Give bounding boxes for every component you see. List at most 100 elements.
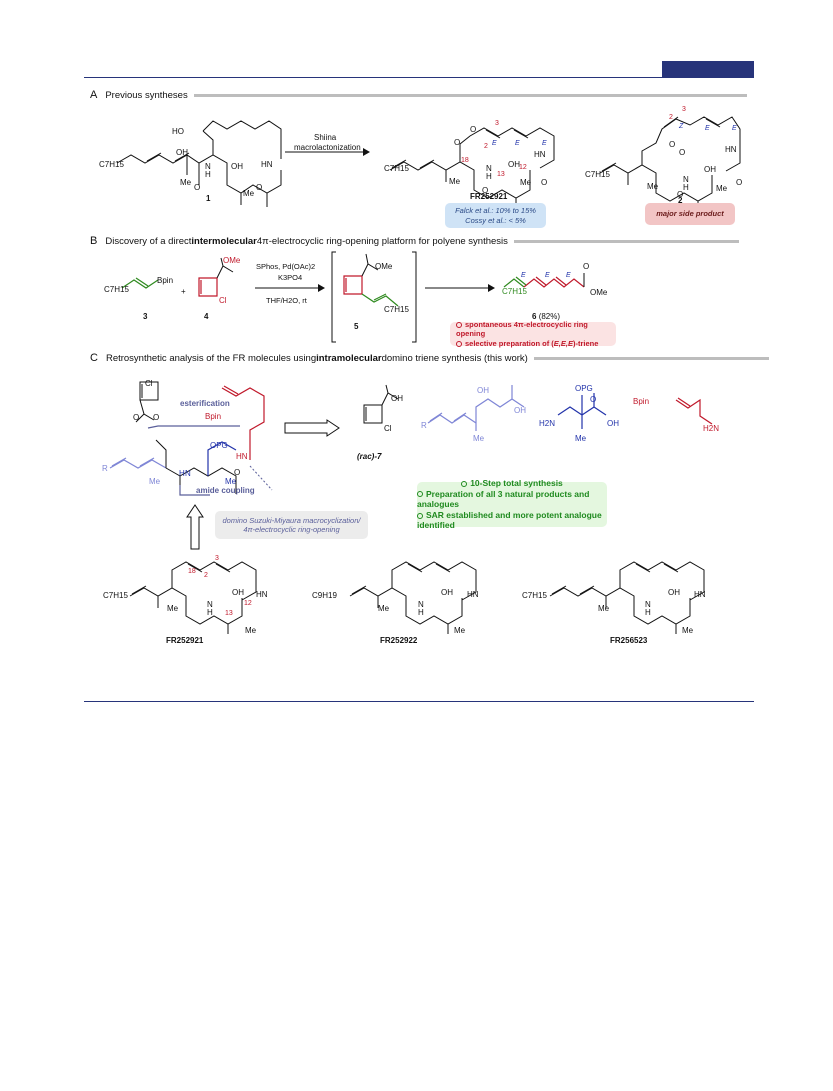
me-label-fr: Me [449,177,461,186]
footer-rule [84,701,754,702]
oh-label-fr: OH [508,160,520,169]
falck-yield: Falck et al.: 10% to 15% [455,206,536,216]
rac-7-structure [363,384,399,424]
o-label-2c: O [736,178,743,187]
c7h15-label-p3: C7H15 [522,591,547,600]
oh-label-acid-a: OH [477,386,489,395]
fr252921-structure-top [389,127,555,208]
reaction-arrow-a [285,148,370,156]
reagent-solvent: THF/H2O, rt [266,296,307,305]
me-label-p2b: Me [454,626,466,635]
n-label-2: N [683,175,689,184]
note-1: spontaneous 4π-electrocyclic ring openin… [456,320,616,339]
geom-e-6c: E [566,272,571,279]
n-label-p3: N [645,600,651,609]
bpin-label-3: Bpin [157,276,174,285]
hn-label-2: HN [725,145,737,154]
cossy-yield: Cossy et al.: < 5% [465,215,526,225]
compound-1-structure [116,120,282,207]
compound-6-structure [503,273,585,288]
section-a-letter: A [90,89,98,101]
fr252921-label-top: FR252921 [470,192,508,201]
h2n-label: H2N [539,419,556,428]
c9h19-label-p2: C9H19 [312,591,337,600]
retro-precursor-structure [109,381,273,496]
note-2-pre: selective preparation of ( [465,338,554,348]
n-label-p2: N [418,600,424,609]
rac-7-label: (rac)-7 [357,452,382,461]
achievements-box: 10-Step total synthesis Preparation of a… [417,478,607,530]
me-label-p3: Me [598,604,610,613]
geom-e-2: E [515,140,520,147]
fr252921-structure-bottom [129,561,257,634]
header-tab [662,61,754,77]
me-label-1: Me [180,178,192,187]
o-label-2b: O [679,148,686,157]
cl-label-precursor: Cl [145,379,153,388]
compound-3-structure [121,277,159,289]
compound-6-yield: (82%) [538,312,561,321]
me-label-p1b: Me [245,626,257,635]
ome-label-5: OMe [375,262,393,271]
c7h15-label-p1: C7H15 [103,591,128,600]
note-2-eee: E,E,E [553,338,573,348]
o-label-fr-a: O [470,125,477,134]
geom-e-2a: E [705,125,710,132]
forward-arrow-up [186,504,204,550]
section-b-bar [513,239,739,243]
o-label-1a: O [194,183,201,192]
achievement-2-text: Preparation of all 3 natural products an… [417,488,590,510]
compound-2-structure [599,116,741,211]
achievement-1: 10-Step total synthesis [461,478,563,489]
achievement-3-text: SAR established and more potent analogue… [417,509,602,531]
boronate-fragment-structure [675,397,713,425]
fr256523-structure [549,561,705,634]
locant-12: 12 [519,164,527,171]
n-label-precursor: N [185,469,191,478]
compound-3-label: 3 [143,312,148,321]
header-rule [84,77,754,78]
o-label-precursor-a: O [133,413,140,422]
acid-fragment-structure [427,385,525,431]
compound-4-label: 4 [204,312,209,321]
o-label-fr-d: O [482,186,489,195]
compound-2-label: 2 [678,196,683,205]
cl-label-4: Cl [219,296,227,305]
geom-z: Z [679,123,684,130]
o-label-2d: O [677,190,684,199]
locant-18-p1: 18 [188,568,196,575]
compound-1-label: 1 [206,194,211,203]
locant-13-p1: 13 [225,610,233,617]
note-2-post: )-triene [572,338,599,348]
achievement-2: Preparation of all 3 natural products an… [417,489,607,510]
me-label-2: Me [647,182,659,191]
section-a-title: Previous syntheses [105,89,188,101]
fr256523-label: FR256523 [610,636,648,645]
note-1-text: spontaneous 4π-electrocyclic ring openin… [456,319,588,339]
section-b-letter: B [90,235,98,247]
ho-label-1: HO [172,127,184,136]
o-label-6: O [583,262,590,271]
me-label-1b: Me [243,189,255,198]
fr252921-label-bottom: FR252921 [166,636,204,645]
section-b-heading: B Discovery of a direct intermolecular 4… [90,235,739,247]
ring-opening-notes-box: spontaneous 4π-electrocyclic ring openin… [450,320,616,348]
hn-label-p3: HN [694,590,706,599]
major-side-product-text: major side product [656,209,724,219]
o-label-precursor-c: O [234,468,241,477]
c7h15-label-1: C7H15 [99,160,124,169]
bpin-label-precursor: Bpin [205,412,222,421]
fr252922-structure [349,561,477,634]
hn-label-p2: HN [467,590,479,599]
locant-3-cmpd2: 3 [682,106,686,113]
opg-label-amine: OPG [575,384,593,393]
c7h15-label-2: C7H15 [585,170,610,179]
section-b-title-pre: Discovery of a direct [105,235,192,247]
section-a-heading: A Previous syntheses [90,89,747,101]
locant-18: 18 [461,157,469,164]
compound-5-label: 5 [354,322,359,331]
section-c-title-pre: Retrosynthetic analysis of the FR molecu… [105,352,317,364]
r-label-precursor: R [102,464,108,473]
hn-label-precursor: HN [236,452,248,461]
esterification-label: esterification [180,399,230,408]
